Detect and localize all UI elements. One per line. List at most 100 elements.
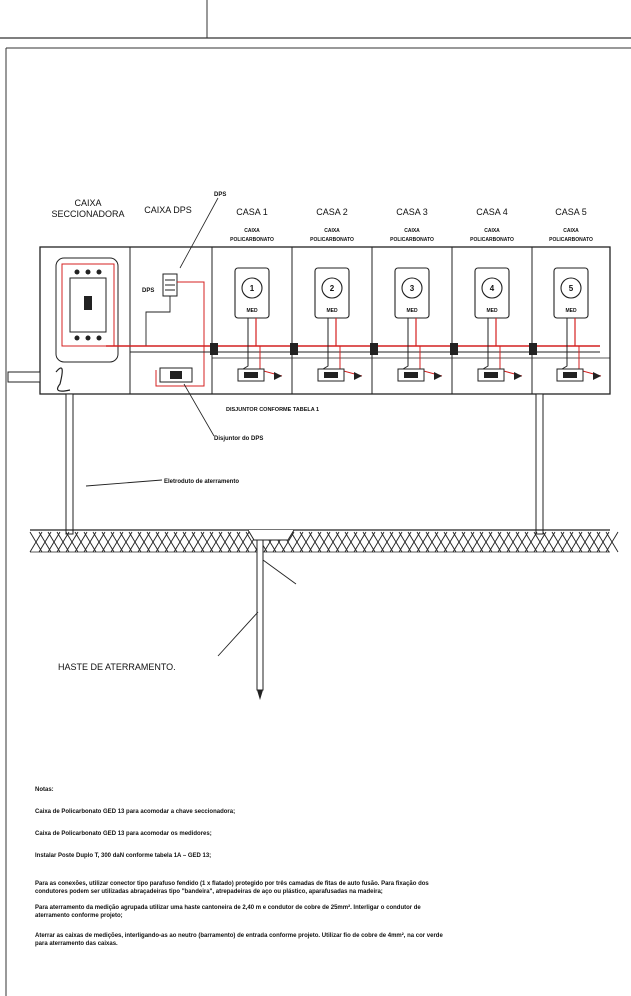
label-disjuntor-tabela: DISJUNTOR CONFORME TABELA 1	[226, 407, 319, 413]
hatch-line	[290, 531, 304, 553]
label-caixa-seccionadora-2: SECCIONADORA	[51, 209, 124, 219]
hatch-line	[47, 531, 61, 553]
meter-med-label: MED	[406, 308, 418, 314]
ground-rod	[256, 539, 264, 691]
switch-terminal	[74, 335, 80, 341]
label-casa-name: CASA 4	[476, 207, 508, 217]
label-casa-sub1: CAIXA	[324, 228, 340, 234]
busbar-connector	[370, 343, 378, 355]
label-caixa-seccionadora-1: CAIXA	[74, 198, 101, 208]
hatch-line	[110, 531, 124, 553]
label-haste: HASTE DE ATERRAMENTO.	[58, 662, 176, 672]
ground-hatch	[29, 531, 619, 553]
busbar-connector	[290, 343, 298, 355]
ground-rod-tip	[257, 690, 263, 700]
disjuntor-dps-leader	[183, 383, 215, 437]
house-breaker-toggle	[563, 372, 577, 378]
rod-leader-upper	[262, 559, 297, 585]
hatch-line	[461, 531, 475, 553]
switch-handle	[84, 296, 92, 310]
hatch-line	[119, 531, 133, 553]
notes-title: Notas:	[35, 787, 54, 793]
label-casa-name: CASA 2	[316, 207, 348, 217]
hatch-line	[344, 531, 358, 553]
hatch-line	[137, 531, 151, 553]
hatch-line	[299, 531, 313, 553]
hatch-line	[569, 531, 583, 553]
label-casa-name: CASA 3	[396, 207, 428, 217]
rod-leader-lower	[217, 611, 259, 657]
breaker-arrow-icon	[274, 372, 282, 380]
hatch-line	[470, 531, 484, 553]
hatch-line	[425, 531, 439, 553]
hatch-line	[155, 531, 169, 553]
house-breaker-toggle	[324, 372, 338, 378]
meter-black-wire	[237, 318, 249, 373]
meter-black-wire	[477, 318, 489, 373]
meter-black-wire	[317, 318, 329, 373]
hatch-line	[434, 531, 448, 553]
hatch-line	[92, 531, 106, 553]
label-casa-sub2: POLICARBONATO	[549, 237, 593, 243]
hatch-line	[587, 531, 601, 553]
switch-terminal	[85, 269, 91, 275]
hatch-line	[218, 531, 232, 553]
eletroduto-leader	[85, 479, 163, 487]
busbar-connector	[450, 343, 458, 355]
hatch-line	[209, 531, 223, 553]
meter-dial	[560, 277, 582, 299]
label-casa-sub1: CAIXA	[484, 228, 500, 234]
hatch-line	[506, 531, 520, 553]
label-casa-sub2: POLICARBONATO	[310, 237, 354, 243]
seccionadora-cable	[55, 367, 71, 392]
label-casa-sub1: CAIXA	[563, 228, 579, 234]
hatch-line	[164, 531, 178, 553]
meter-number: 4	[490, 284, 495, 293]
hatch-line	[236, 531, 250, 553]
meter-med-label: MED	[565, 308, 577, 314]
hatch-line	[200, 531, 214, 553]
house-breaker-toggle	[484, 372, 498, 378]
hatch-line	[443, 531, 457, 553]
meter-black-wire	[556, 318, 568, 373]
hatch-line	[65, 531, 79, 553]
hatch-line	[362, 531, 376, 553]
dps-wiring	[145, 296, 171, 347]
busbar-connector	[529, 343, 537, 355]
hatch-line	[227, 531, 241, 553]
seccionadora-inner-frame	[55, 257, 119, 363]
hatch-line	[560, 531, 574, 553]
hatch-line	[56, 531, 70, 553]
hatch-line	[551, 531, 565, 553]
hatch-line	[353, 531, 367, 553]
label-casa-sub2: POLICARBONATO	[470, 237, 514, 243]
hatch-line	[389, 531, 403, 553]
breaker-arrow-icon	[354, 372, 362, 380]
hatch-line	[524, 531, 538, 553]
switch-terminal	[74, 269, 80, 275]
meter-med-label: MED	[326, 308, 338, 314]
label-casa-name: CASA 5	[555, 207, 587, 217]
hatch-line	[452, 531, 466, 553]
meter-number: 5	[569, 284, 574, 293]
label-casa-sub2: POLICARBONATO	[390, 237, 434, 243]
hatch-line	[128, 531, 142, 553]
seccionadora-red-frame	[61, 263, 115, 347]
hatch-line	[488, 531, 502, 553]
meter-med-label: MED	[486, 308, 498, 314]
hatch-line	[533, 531, 547, 553]
breaker-arrow-icon	[514, 372, 522, 380]
hatch-line	[542, 531, 556, 553]
note-6: Aterrar as caixas de medições, interliga…	[35, 933, 443, 947]
hatch-line	[407, 531, 421, 553]
hatch-line	[182, 531, 196, 553]
hatch-line	[191, 531, 205, 553]
hatch-line	[578, 531, 592, 553]
dps-red-wiring	[155, 281, 205, 387]
note-2: Caixa de Policarbonato GED 13 para acomo…	[35, 831, 212, 837]
rod-inspection-box	[247, 529, 295, 541]
meter-dial	[321, 277, 343, 299]
